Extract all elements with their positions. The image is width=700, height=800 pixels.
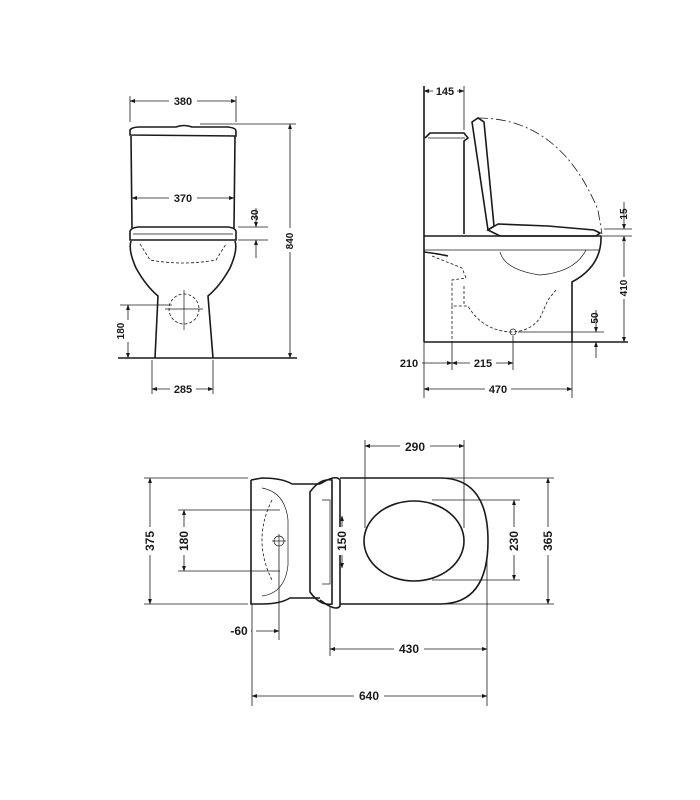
- dim-150: 150: [335, 531, 349, 551]
- dim-230: 230: [507, 531, 521, 551]
- dim-180-front: 180: [116, 322, 127, 339]
- dim-30: 30: [250, 209, 261, 221]
- dim-380: 380: [174, 96, 192, 108]
- dim-470: 470: [489, 384, 507, 396]
- plan-view: 290 375 180 150 230 365 -: [143, 439, 555, 706]
- dim-210: 210: [400, 358, 418, 370]
- dim-285: 285: [174, 384, 192, 396]
- dim-290: 290: [405, 440, 425, 454]
- dim-15: 15: [619, 208, 630, 220]
- front-view: 380 370 30 840 180 285: [116, 94, 297, 396]
- dim-430: 430: [399, 642, 419, 656]
- dim-180-plan: 180: [177, 531, 191, 551]
- dim-60: -60: [230, 624, 248, 638]
- dim-410: 410: [619, 279, 630, 296]
- dim-640: 640: [359, 689, 379, 703]
- dim-50: 50: [590, 312, 601, 324]
- dim-215: 215: [474, 358, 492, 370]
- dim-370: 370: [174, 193, 192, 205]
- side-view: 145 15 410 50 210 215 470: [396, 84, 632, 398]
- dim-840: 840: [285, 232, 296, 249]
- dim-145: 145: [436, 86, 454, 98]
- dim-365: 365: [541, 531, 555, 551]
- dim-375: 375: [143, 531, 157, 551]
